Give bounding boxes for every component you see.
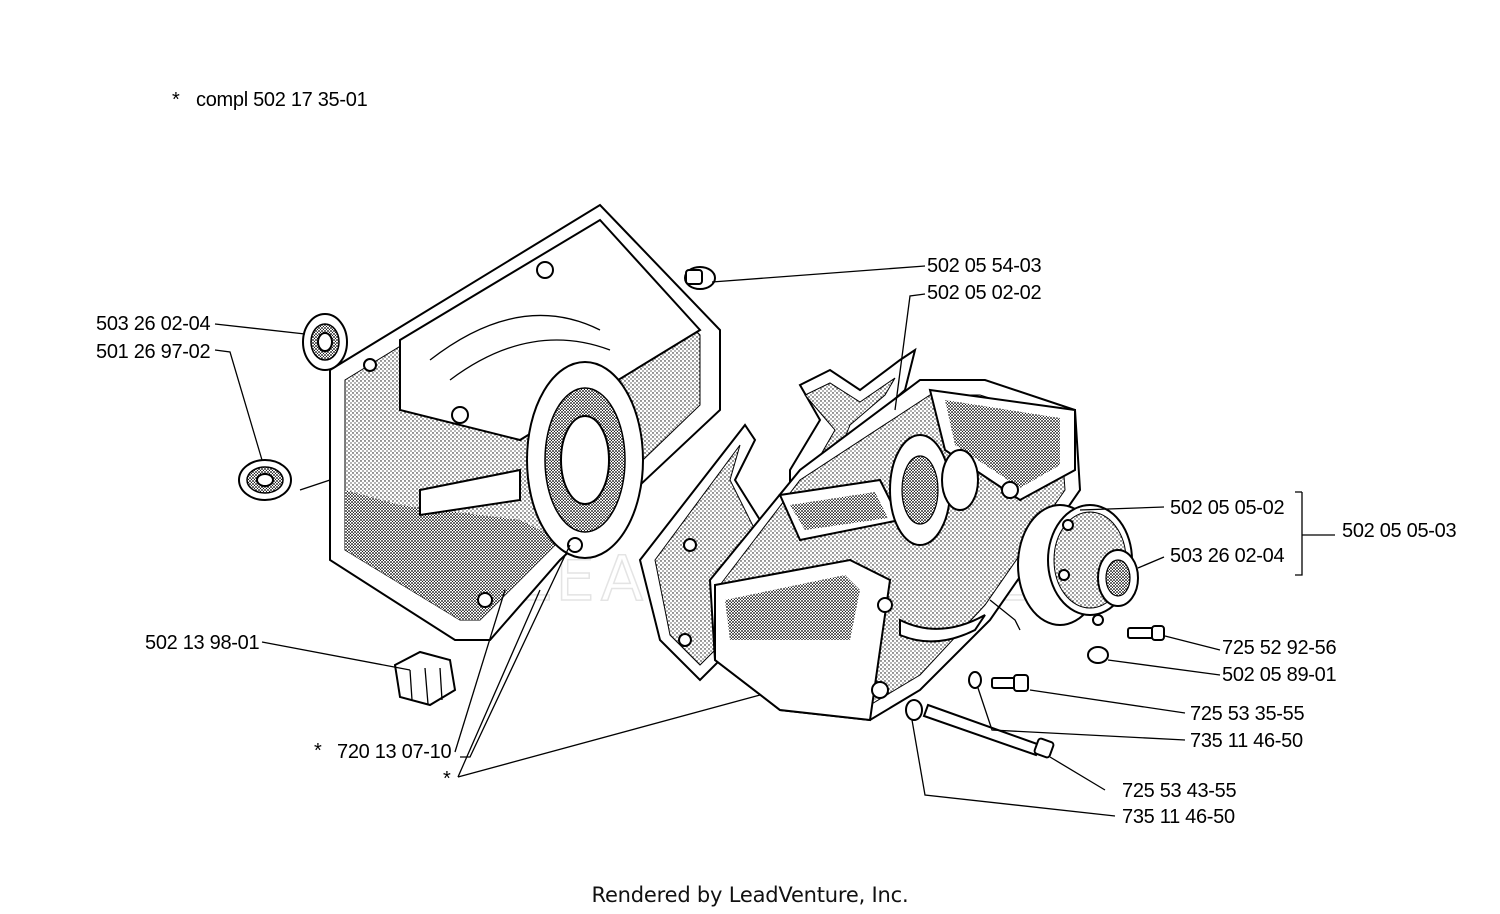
label-washer-3: 735 11 46-50: [1122, 806, 1235, 828]
footer-text: Rendered by LeadVenture, Inc.: [592, 883, 909, 907]
washer-2: [968, 671, 982, 689]
label-washer-1: 502 05 89-01: [1222, 664, 1336, 686]
label-nut: 502 13 98-01: [145, 632, 259, 654]
left-bearing: [302, 313, 348, 371]
label-pin: 720 13 07-10: [337, 741, 451, 763]
label-seal-left: 501 26 97-02: [96, 341, 210, 363]
washer-1: [1087, 646, 1109, 664]
leader-lines: [214, 265, 1335, 817]
note-text: compl 502 17 35-01: [196, 89, 368, 111]
bolt-long: [922, 703, 1055, 759]
label-screw-2: 725 53 35-55: [1190, 703, 1304, 725]
plug: [684, 266, 716, 290]
label-bearing-left: 503 26 02-04: [96, 313, 210, 335]
label-cover-assembly: 502 05 05-03: [1342, 520, 1456, 542]
label-washer-2: 735 11 46-50: [1190, 730, 1303, 752]
screw-2: [991, 674, 1029, 692]
right-crankcase-half: [708, 379, 1082, 722]
label-plug: 502 05 54-03: [927, 255, 1041, 277]
label-bolt-long: 725 53 43-55: [1122, 780, 1236, 802]
asterisk-marker: *: [443, 768, 451, 790]
note-marker: *: [172, 89, 180, 111]
label-cover-ring: 502 05 05-02: [1170, 497, 1284, 519]
nut: [393, 650, 457, 707]
cover-assembly: [1017, 504, 1139, 626]
label-bearing-right: 503 26 02-04: [1170, 545, 1284, 567]
left-seal: [238, 459, 292, 501]
pin-marker: *: [314, 740, 322, 762]
left-crankcase-half: [329, 203, 721, 641]
label-gasket-top: 502 05 02-02: [927, 282, 1041, 304]
screw-1: [1127, 625, 1165, 641]
label-screw-1: 725 52 92-56: [1222, 637, 1336, 659]
washer-3: [905, 699, 923, 721]
